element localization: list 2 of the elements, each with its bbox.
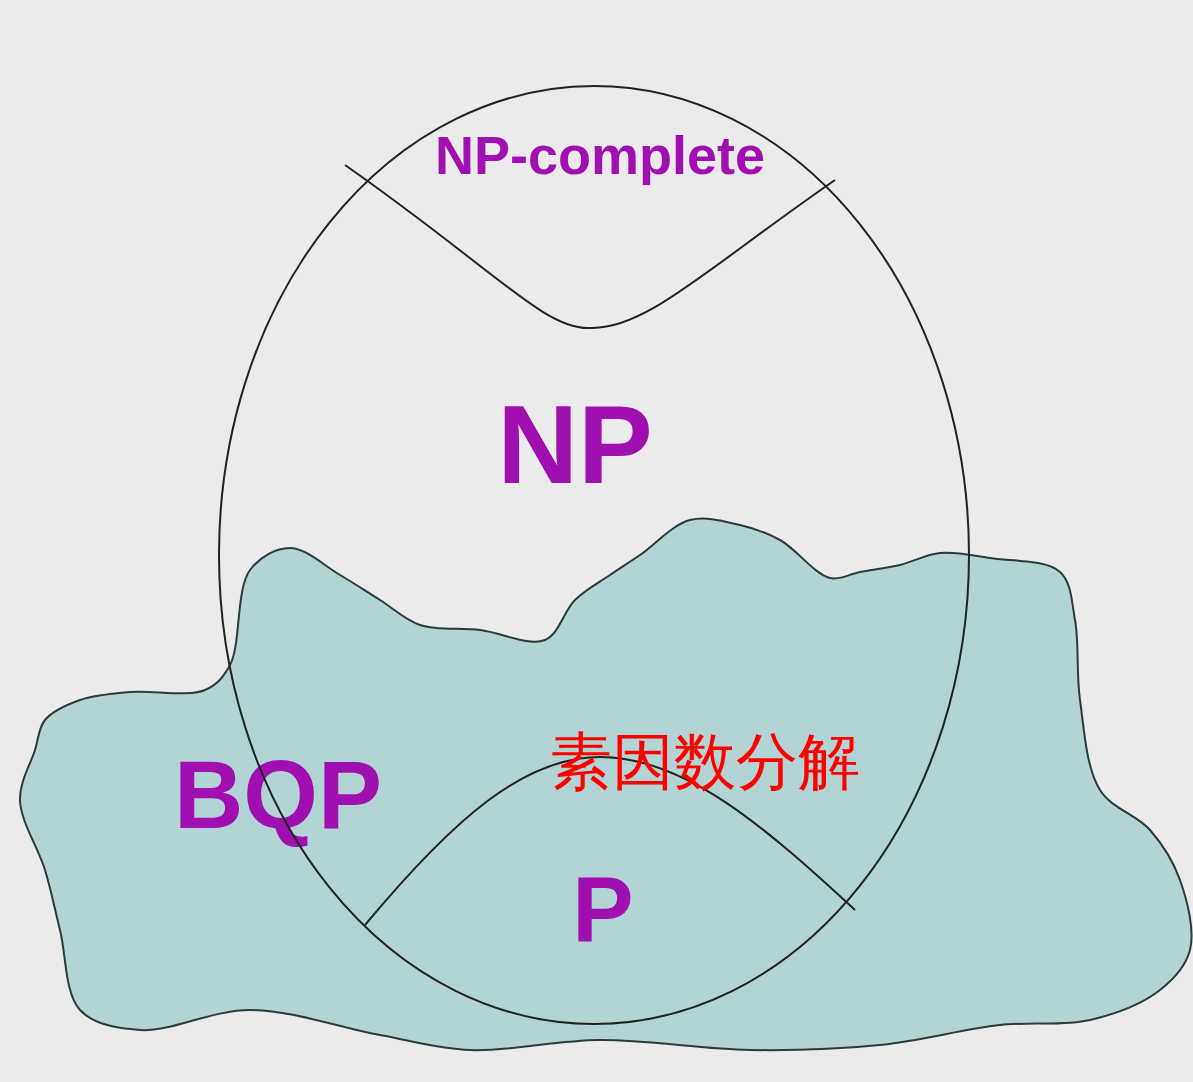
set-label: P — [572, 864, 634, 956]
set-label: NP — [497, 389, 653, 501]
